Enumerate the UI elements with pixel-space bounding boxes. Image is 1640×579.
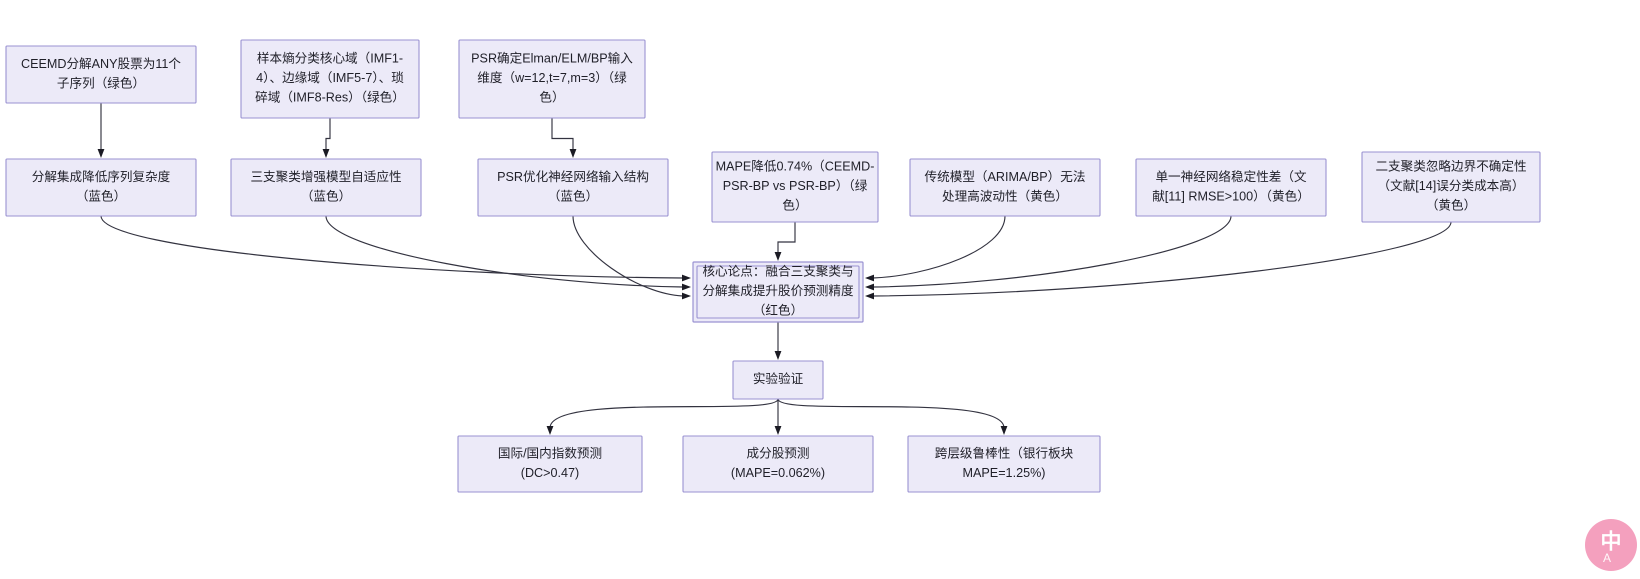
node-n8[interactable]: 传统模型（ARIMA/BP）无法处理高波动性（黄色）	[909, 158, 1101, 217]
edge-n5-to-core	[325, 215, 691, 291]
node-label: MAPE降低0.74%（CEEMD-PSR-BP vs PSR-BP）（绿色）	[716, 160, 875, 213]
edge-arrowhead	[682, 292, 691, 300]
edge-arrowhead	[682, 274, 691, 282]
nodes-layer: CEEMD分解ANY股票为11个子序列（绿色） 样本熵分类核心域（IMF1-4）、…	[5, 39, 1541, 493]
node-box	[477, 158, 669, 217]
node-r2[interactable]: 成分股预测(MAPE=0.062%)	[682, 435, 874, 493]
edge-arrowhead	[774, 426, 782, 435]
edge-exp-to-r2	[774, 399, 782, 435]
node-box-inner	[696, 265, 860, 319]
watermark-subtext: A	[1603, 551, 1611, 565]
node-box-outer	[692, 261, 864, 323]
node-n1[interactable]: CEEMD分解ANY股票为11个子序列（绿色）	[5, 45, 197, 104]
edge-n9-to-core	[865, 215, 1232, 291]
edge-n7-to-core	[774, 222, 796, 261]
node-label: 三支聚类增强模型自适应性（蓝色）	[250, 169, 401, 204]
node-label: 二支聚类忽略边界不确定性（文献[14]误分类成本高）（黄色）	[1375, 159, 1526, 213]
edge-n4-to-core	[100, 215, 691, 282]
watermark-glyph: 中	[1601, 531, 1622, 554]
edges-layer	[97, 103, 1452, 435]
node-label: 成分股预测(MAPE=0.062%)	[731, 447, 825, 481]
node-box	[732, 360, 824, 400]
edge-core-to-exp	[774, 322, 782, 360]
edge-curve	[100, 215, 684, 279]
edge-n6-to-core	[572, 215, 691, 300]
edge-arrowhead	[774, 252, 782, 261]
edge-arrowhead	[322, 149, 330, 158]
node-label: PSR确定Elman/ELM/BP输入维度（w=12,t=7,m=3）（绿色）	[471, 51, 633, 105]
node-n6[interactable]: PSR优化神经网络输入结构（蓝色）	[477, 158, 669, 217]
node-label: CEEMD分解ANY股票为11个子序列（绿色）	[21, 57, 181, 91]
edge-arrowhead	[774, 351, 782, 360]
node-box	[711, 151, 879, 223]
edge-n3-to-n6	[551, 118, 577, 158]
edge-curve	[325, 215, 684, 288]
watermark-circle	[1585, 519, 1637, 571]
node-label: 国际/国内指数预测(DC>0.47)	[498, 447, 602, 481]
node-label: 传统模型（ARIMA/BP）无法处理高波动性（黄色）	[925, 170, 1086, 204]
node-core[interactable]: 核心论点：融合三支聚类与分解集成提升股价预测精度（红色）	[692, 261, 864, 323]
node-n5[interactable]: 三支聚类增强模型自适应性（蓝色）	[230, 158, 422, 217]
edge-curve	[549, 398, 779, 429]
edge-arrowhead	[865, 283, 874, 291]
node-n9[interactable]: 单一神经网络稳定性差（文献[11] RMSE>100）（黄色）	[1135, 158, 1327, 217]
node-label: 核心论点：融合三支聚类与分解集成提升股价预测精度（红色）	[702, 265, 854, 318]
node-box	[5, 45, 197, 104]
edge-curve	[872, 221, 1452, 297]
node-n4[interactable]: 分解集成降低序列复杂度（蓝色）	[5, 158, 197, 217]
node-box	[1361, 151, 1541, 223]
edge-curve	[872, 215, 1232, 288]
node-box	[907, 435, 1101, 493]
edge-exp-to-r3	[777, 398, 1008, 435]
edge-n10-to-core	[865, 221, 1452, 300]
node-n3[interactable]: PSR确定Elman/ELM/BP输入维度（w=12,t=7,m=3）（绿色）	[458, 39, 646, 119]
edge-line	[325, 118, 331, 151]
node-n2[interactable]: 样本熵分类核心域（IMF1-4）、边缘域（IMF5-7）、琐碎域（IMF8-Re…	[240, 39, 420, 119]
node-box	[230, 158, 422, 217]
node-box	[682, 435, 874, 493]
edge-n1-to-n4	[97, 103, 105, 158]
edge-curve	[872, 215, 1006, 279]
node-label: 样本熵分类核心域（IMF1-4）、边缘域（IMF5-7）、琐碎域（IMF8-Re…	[255, 51, 405, 105]
edge-curve	[777, 398, 1005, 429]
node-box	[240, 39, 420, 119]
node-label: 单一神经网络稳定性差（文献[11] RMSE>100）（黄色）	[1152, 169, 1310, 204]
node-box	[1135, 158, 1327, 217]
edge-n2-to-n5	[322, 118, 331, 158]
node-label: PSR优化神经网络输入结构（蓝色）	[497, 169, 649, 204]
watermark: 中A	[1585, 519, 1637, 571]
node-label: 实验验证	[753, 371, 804, 386]
edge-line	[551, 118, 574, 151]
edge-arrowhead	[569, 149, 577, 158]
edge-arrowhead	[865, 274, 874, 282]
node-r1[interactable]: 国际/国内指数预测(DC>0.47)	[457, 435, 643, 493]
edge-arrowhead	[1000, 426, 1008, 435]
node-box	[457, 435, 643, 493]
edge-arrowhead	[546, 426, 554, 435]
node-box	[5, 158, 197, 217]
edge-line	[777, 222, 796, 254]
node-exp[interactable]: 实验验证	[732, 360, 824, 400]
edge-arrowhead	[682, 283, 691, 291]
node-label: 分解集成降低序列复杂度（蓝色）	[32, 169, 171, 204]
node-box	[458, 39, 646, 119]
edge-curve	[572, 215, 684, 297]
node-box	[909, 158, 1101, 217]
node-n10[interactable]: 二支聚类忽略边界不确定性（文献[14]误分类成本高）（黄色）	[1361, 151, 1541, 223]
edge-arrowhead	[97, 149, 105, 158]
edge-arrowhead	[865, 292, 874, 300]
edge-n8-to-core	[865, 215, 1006, 282]
edge-exp-to-r1	[546, 398, 779, 435]
node-n7[interactable]: MAPE降低0.74%（CEEMD-PSR-BP vs PSR-BP）（绿色）	[711, 151, 879, 223]
